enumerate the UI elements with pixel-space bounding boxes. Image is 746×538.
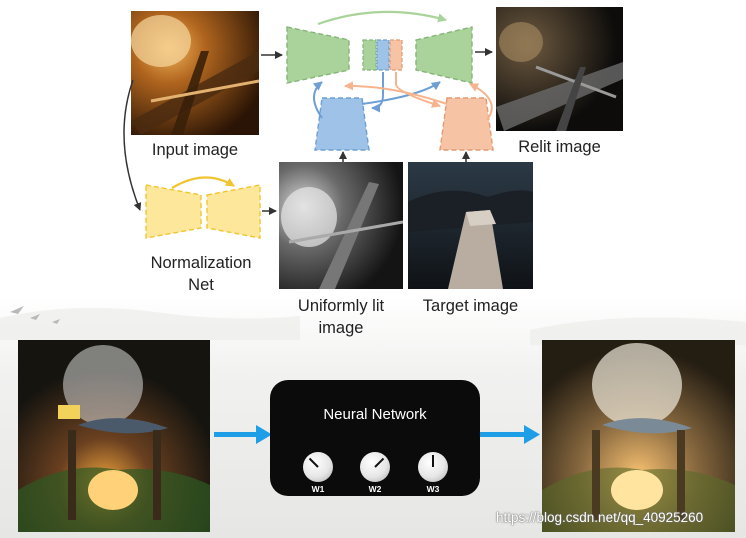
green-skip-arrow [317, 10, 447, 26]
campfire-input-photo [18, 340, 210, 532]
uniformly-lit-image-label: Uniformly lit image [279, 295, 403, 339]
orange-encoder-shape [439, 97, 494, 151]
latent-to-orange-arrow [395, 72, 441, 108]
normalization-label-line-1: Normalization [150, 254, 252, 272]
green-decoder-shape [415, 26, 473, 84]
knob-w3-pointer [432, 455, 434, 467]
latent-orange-bar [389, 39, 403, 71]
orange-to-decoder-arrow [469, 83, 493, 121]
relit-image-label: Relit image [518, 138, 601, 156]
neural-network-title: Neural Network [323, 406, 427, 423]
input-image [131, 11, 259, 135]
normalization-decoder-shape [206, 184, 261, 239]
arrow-input-to-norm [123, 79, 142, 211]
latent-green-bar [362, 39, 377, 71]
knob-w2-label: W2 [368, 484, 382, 494]
normalization-label-line-2: Net [188, 276, 214, 294]
uniformly-lit-label-line-2: image [318, 319, 364, 337]
uniformly-lit-label-line-1: Uniformly lit [297, 297, 385, 315]
latent-blue-bar [376, 39, 390, 71]
blue-encoder-shape [314, 97, 370, 151]
knob-w2[interactable] [360, 452, 390, 482]
yellow-skip-arrow [171, 176, 235, 189]
knob-w2-pointer [374, 457, 385, 468]
uniformly-lit-image [279, 162, 403, 289]
network-diagram [123, 10, 494, 239]
relit-image [496, 7, 623, 131]
arrow-network-to-output [480, 425, 540, 444]
arrow-input-to-network [214, 425, 272, 444]
watermark-text: https://blog.csdn.net/qq_40925260 [496, 510, 704, 525]
blue-to-decoder-arrow [361, 81, 441, 105]
campfire-relit-photo [542, 340, 735, 532]
neural-network-box: Neural Network W1 W2 W3 [270, 380, 480, 496]
knob-w3-label: W3 [426, 484, 440, 494]
knob-w1-pointer [308, 457, 319, 468]
input-image-label: Input image [151, 141, 239, 159]
orange-to-latent-arrow [344, 81, 448, 105]
blue-to-encoder-arrow [312, 81, 323, 119]
knob-w1-label: W1 [311, 484, 325, 494]
knob-w1[interactable] [303, 452, 333, 482]
latent-to-blue-arrow [371, 72, 384, 113]
normalization-net-label: Normalization Net [138, 252, 264, 296]
target-image [408, 162, 533, 289]
normalization-encoder-shape [145, 184, 202, 239]
knob-w3[interactable] [418, 452, 448, 482]
green-encoder-shape [286, 26, 350, 84]
target-image-label: Target image [422, 297, 519, 315]
